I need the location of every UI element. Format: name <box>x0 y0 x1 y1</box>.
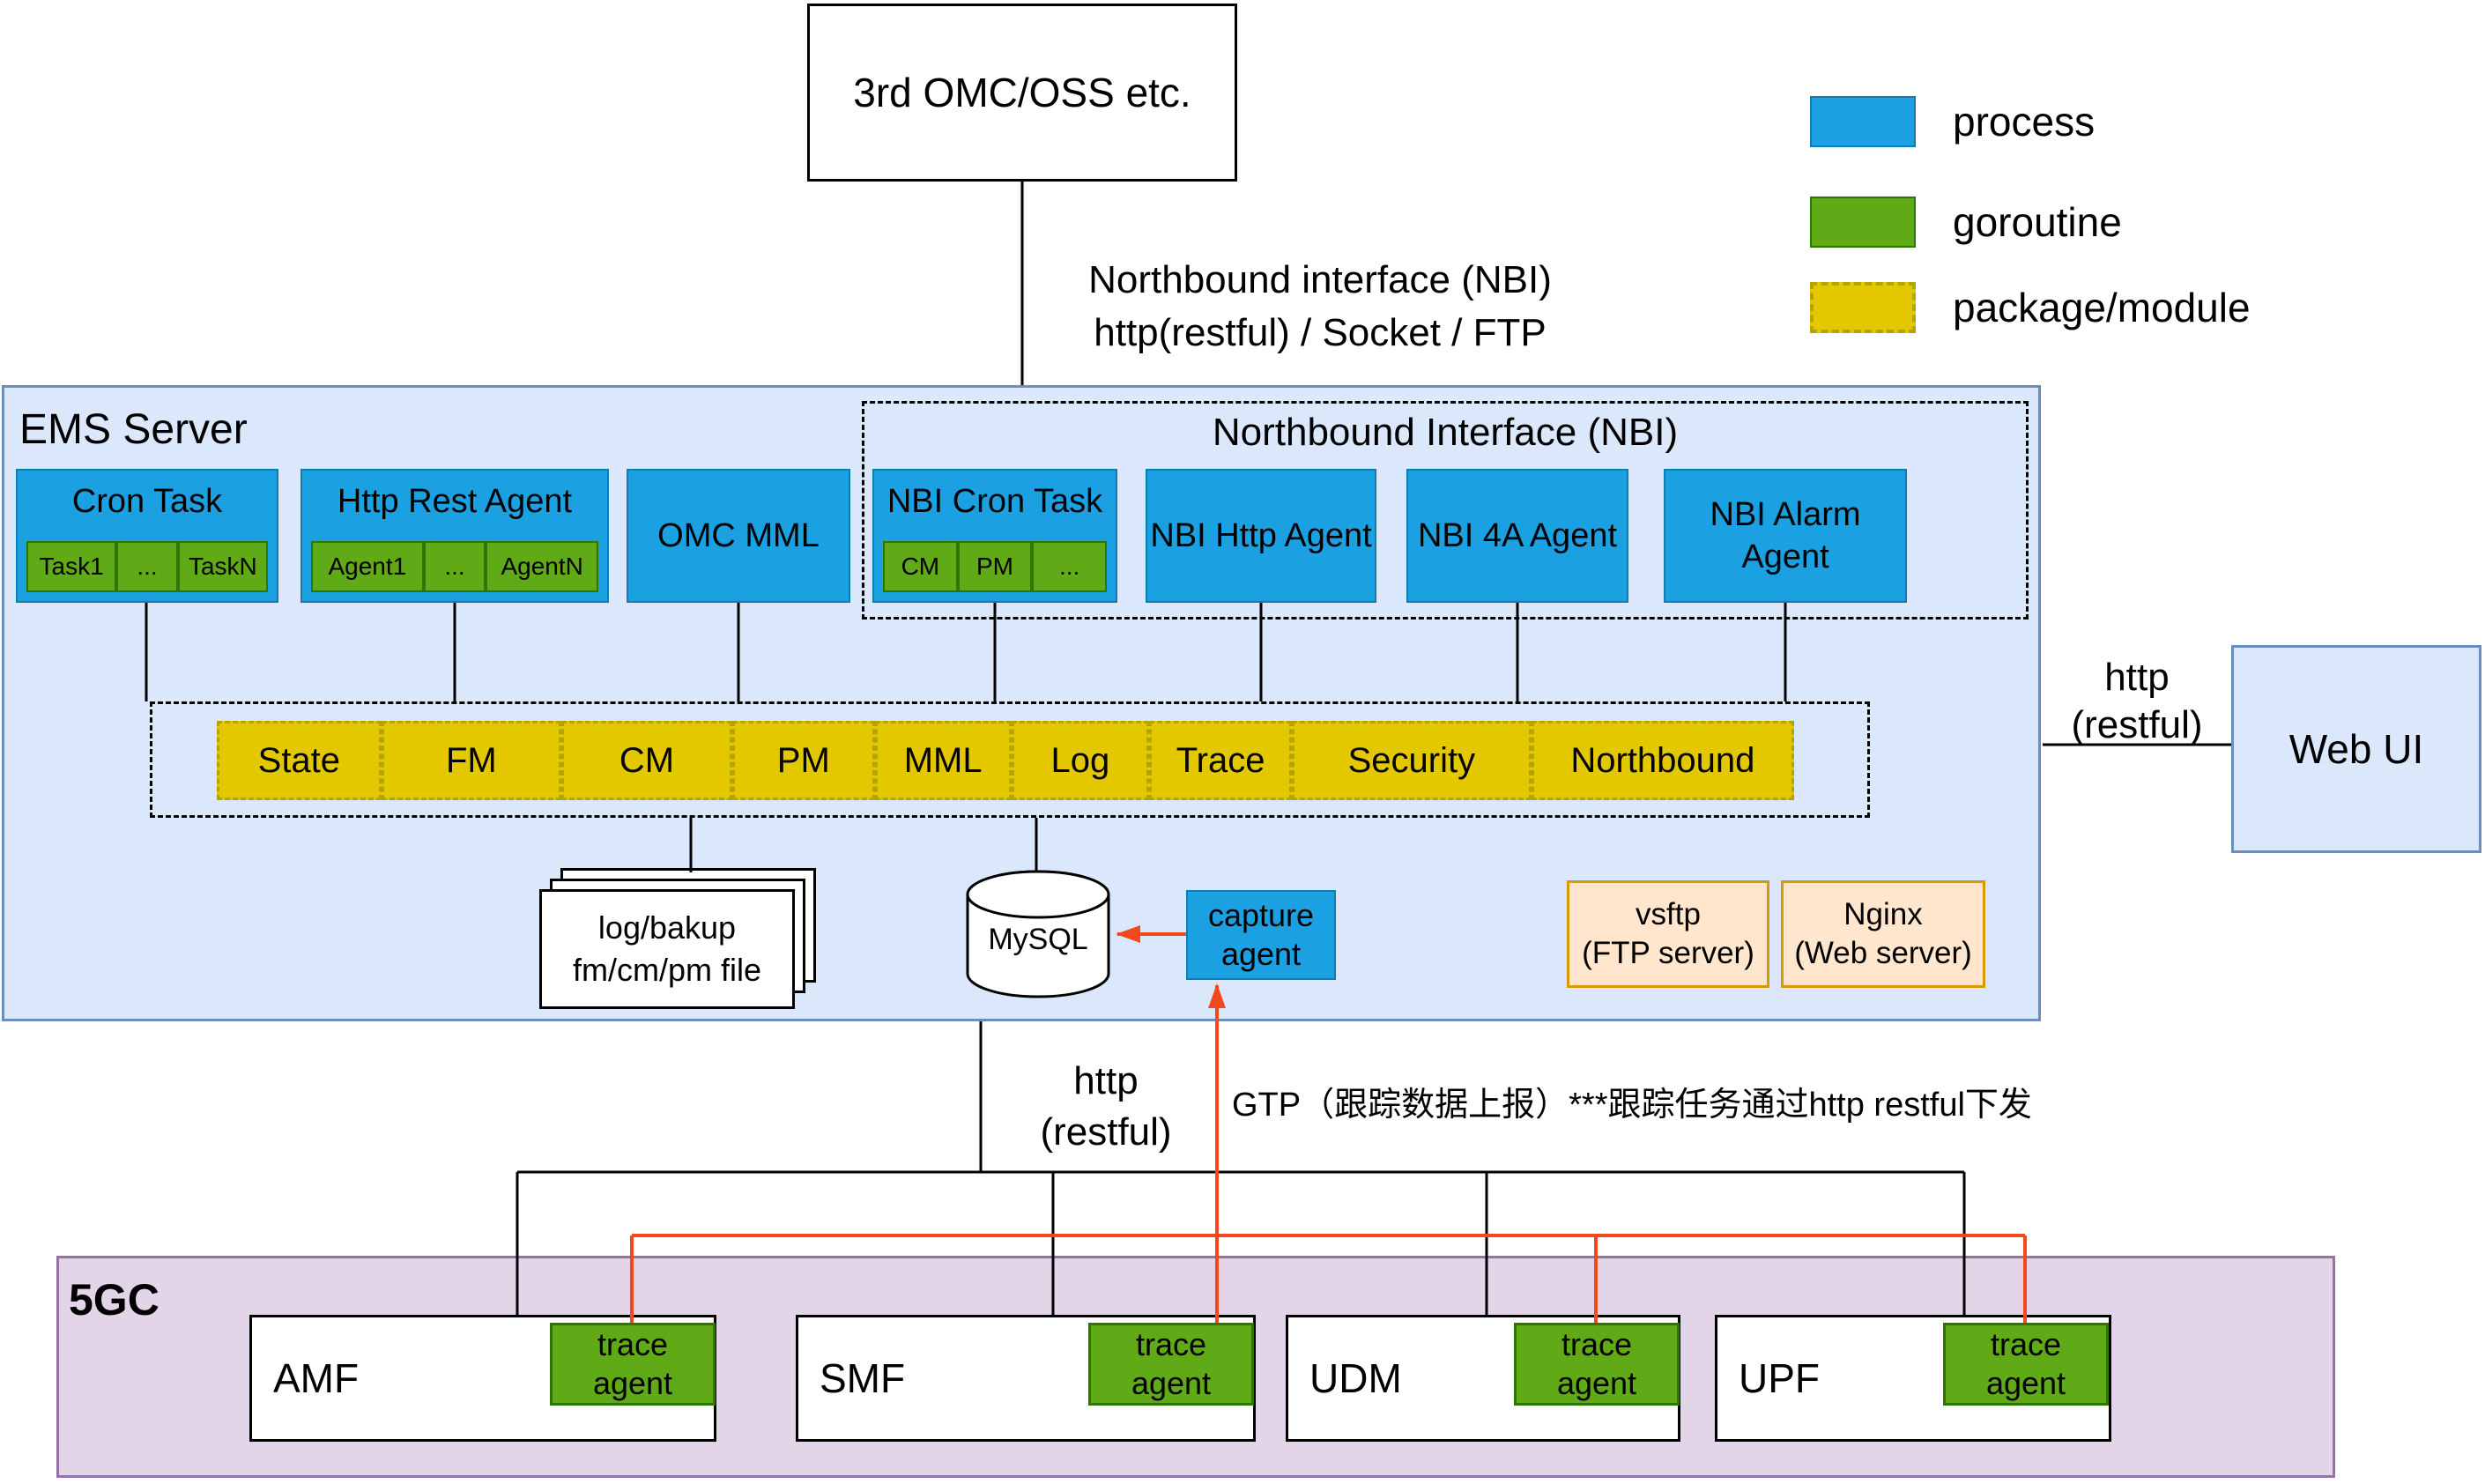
module-northbound: Northbound <box>1531 721 1795 800</box>
nbi-http-agent-box: NBI Http Agent <box>1146 469 1376 603</box>
module-fm: FM <box>381 721 562 800</box>
capture-agent-box: capture agent <box>1186 890 1336 980</box>
module-mml: MML <box>874 721 1012 800</box>
nbi-link-line2: http(restful) / Socket / FTP <box>1094 311 1547 354</box>
module-security: Security <box>1292 721 1532 800</box>
module-row: State FM CM PM MML Log Trace Security No… <box>217 721 1795 800</box>
capture-agent-line1: capture <box>1207 897 1315 933</box>
core-network-title: 5GC <box>69 1275 159 1324</box>
trace-agent-smf: trace agent <box>1088 1323 1254 1406</box>
goroutine-agent1: Agent1 <box>311 541 424 592</box>
trace-agent-line1: trace <box>1135 1326 1207 1362</box>
cron-task-box: Cron Task Task1 ... TaskN <box>16 469 278 603</box>
ems-server-title: EMS Server <box>19 406 248 453</box>
http-rest-agent-box: Http Rest Agent Agent1 ... AgentN <box>300 469 609 603</box>
module-log: Log <box>1011 721 1150 800</box>
goroutine-pm: PM <box>957 541 1033 592</box>
goroutine-cm: CM <box>883 541 958 592</box>
nf-label-smf: SMF <box>820 1355 906 1401</box>
nbi-alarm-agent-title: NBI Alarm Agent <box>1710 496 1861 575</box>
module-pm: PM <box>731 721 875 800</box>
trace-agent-line1: trace <box>1990 1326 2062 1362</box>
nf-label-upf: UPF <box>1739 1355 1820 1401</box>
omc-mml-box: OMC MML <box>627 469 850 603</box>
legend-row-goroutine: goroutine <box>1810 197 2122 248</box>
web-ui-link-label: http (restful) <box>2036 654 2238 749</box>
trace-agent-line2: agent <box>1985 1365 2066 1401</box>
mysql-database: MySQL <box>964 868 1112 1002</box>
gtp-link-label: GTP（跟踪数据上报）***跟踪任务通过http restful下发 <box>1232 1087 2032 1124</box>
mysql-label: MySQL <box>988 923 1088 956</box>
nbi-alarm-agent-box: NBI Alarm Agent <box>1664 469 1907 603</box>
nbi-4a-agent-box: NBI 4A Agent <box>1406 469 1628 603</box>
south-http-line1: http <box>1073 1059 1139 1102</box>
file-store-line2: fm/cm/pm file <box>572 952 761 988</box>
goroutine-swatch-icon <box>1810 197 1916 248</box>
module-state: State <box>217 721 382 800</box>
nbi-cron-task-box: NBI Cron Task CM PM ... <box>872 469 1117 603</box>
http-rest-agent-title: Http Rest Agent <box>337 483 573 520</box>
nbi-http-agent-title: NBI Http Agent <box>1150 517 1372 554</box>
module-cm: CM <box>561 721 732 800</box>
module-trace: Trace <box>1149 721 1293 800</box>
trace-agent-line1: trace <box>597 1326 669 1362</box>
trace-agent-upf: trace agent <box>1943 1323 2109 1406</box>
cron-task-title: Cron Task <box>71 483 223 520</box>
trace-agent-amf: trace agent <box>550 1323 716 1406</box>
goroutine-nbi-ellipsis: ... <box>1032 541 1108 592</box>
legend-row-process: process <box>1810 96 2095 147</box>
nbi-group-title: Northbound Interface (NBI) <box>1212 411 1679 454</box>
web-ui-label: Web UI <box>2288 726 2424 772</box>
trace-agent-line2: agent <box>592 1365 673 1401</box>
goroutine-task-ellipsis: ... <box>116 541 178 592</box>
http-rest-agent-goroutines: Agent1 ... AgentN <box>311 541 599 592</box>
trace-agent-line2: agent <box>1556 1365 1637 1401</box>
vsftp-server-box: vsftp (FTP server) <box>1567 880 1769 988</box>
nginx-line1: Nginx <box>1843 897 1923 931</box>
web-ui-link-line2: (restful) <box>2071 703 2203 746</box>
trace-agent-line2: agent <box>1131 1365 1212 1401</box>
module-group-container <box>150 701 1870 818</box>
web-ui-link-line1: http <box>2104 656 2170 699</box>
file-page-front: log/bakup fm/cm/pm file <box>539 889 795 1009</box>
oss-label: 3rd OMC/OSS etc. <box>853 70 1191 115</box>
legend-label-goroutine: goroutine <box>1953 199 2122 245</box>
omc-mml-title: OMC MML <box>657 517 820 554</box>
south-http-line2: (restful) <box>1040 1110 1172 1154</box>
file-store-line1: log/bakup <box>597 909 737 946</box>
legend-label-process: process <box>1953 99 2096 145</box>
package-swatch-icon <box>1810 282 1916 333</box>
nbi-4a-agent-title: NBI 4A Agent <box>1417 517 1618 554</box>
nginx-server-box: Nginx (Web server) <box>1781 880 1985 988</box>
nbi-group-container <box>862 401 2029 620</box>
goroutine-task1: Task1 <box>26 541 117 592</box>
vsftp-line1: vsftp <box>1636 897 1701 931</box>
south-http-label: http (restful) <box>1013 1056 1198 1158</box>
legend-label-package: package/module <box>1953 285 2251 330</box>
goroutine-taskn: TaskN <box>177 541 268 592</box>
nbi-cron-task-goroutines: CM PM ... <box>883 541 1108 592</box>
file-store: log/bakup fm/cm/pm file <box>539 868 818 1011</box>
nf-label-udm: UDM <box>1309 1355 1402 1401</box>
nbi-cron-task-title: NBI Cron Task <box>886 483 1103 520</box>
trace-agent-line1: trace <box>1561 1326 1633 1362</box>
nbi-link-label: Northbound interface (NBI) http(restful)… <box>1056 254 1584 360</box>
nbi-link-line1: Northbound interface (NBI) <box>1088 258 1552 301</box>
nginx-line2: (Web server) <box>1794 936 1972 970</box>
goroutine-agent-ellipsis: ... <box>423 541 486 592</box>
third-party-oss-box: 3rd OMC/OSS etc. <box>807 4 1237 182</box>
capture-agent-line2: agent <box>1220 936 1302 972</box>
cron-task-goroutines: Task1 ... TaskN <box>26 541 268 592</box>
legend-row-package: package/module <box>1810 282 2251 333</box>
database-cylinder-icon <box>966 870 1110 998</box>
process-swatch-icon <box>1810 96 1916 147</box>
trace-agent-udm: trace agent <box>1514 1323 1680 1406</box>
vsftp-line2: (FTP server) <box>1582 936 1754 970</box>
goroutine-agentn: AgentN <box>486 541 599 592</box>
nf-label-amf: AMF <box>273 1355 360 1401</box>
web-ui-box: Web UI <box>2231 645 2481 853</box>
